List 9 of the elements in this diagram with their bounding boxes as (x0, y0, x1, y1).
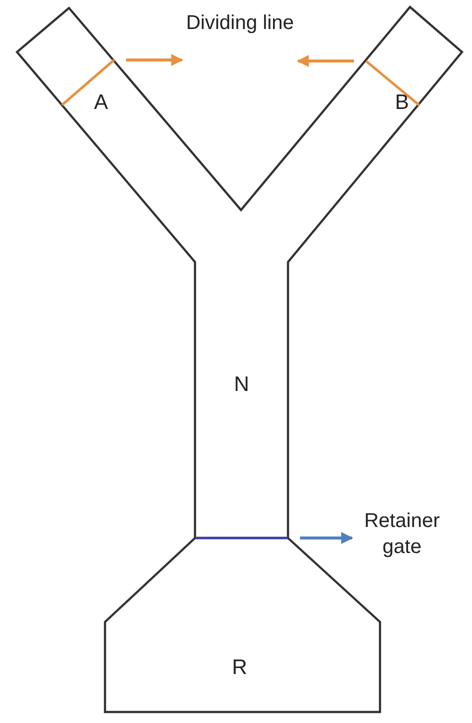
arm-label: B (395, 91, 410, 115)
retainer-gate-label: Retainer gate (363, 509, 441, 560)
arrow (126, 54, 184, 66)
dividing-line-label: Dividing line (186, 11, 294, 36)
arrow (300, 532, 354, 544)
chamber-label: R (232, 656, 248, 680)
arrow (296, 55, 354, 67)
arm-label: A (94, 91, 108, 115)
stem-label: N (234, 373, 250, 397)
